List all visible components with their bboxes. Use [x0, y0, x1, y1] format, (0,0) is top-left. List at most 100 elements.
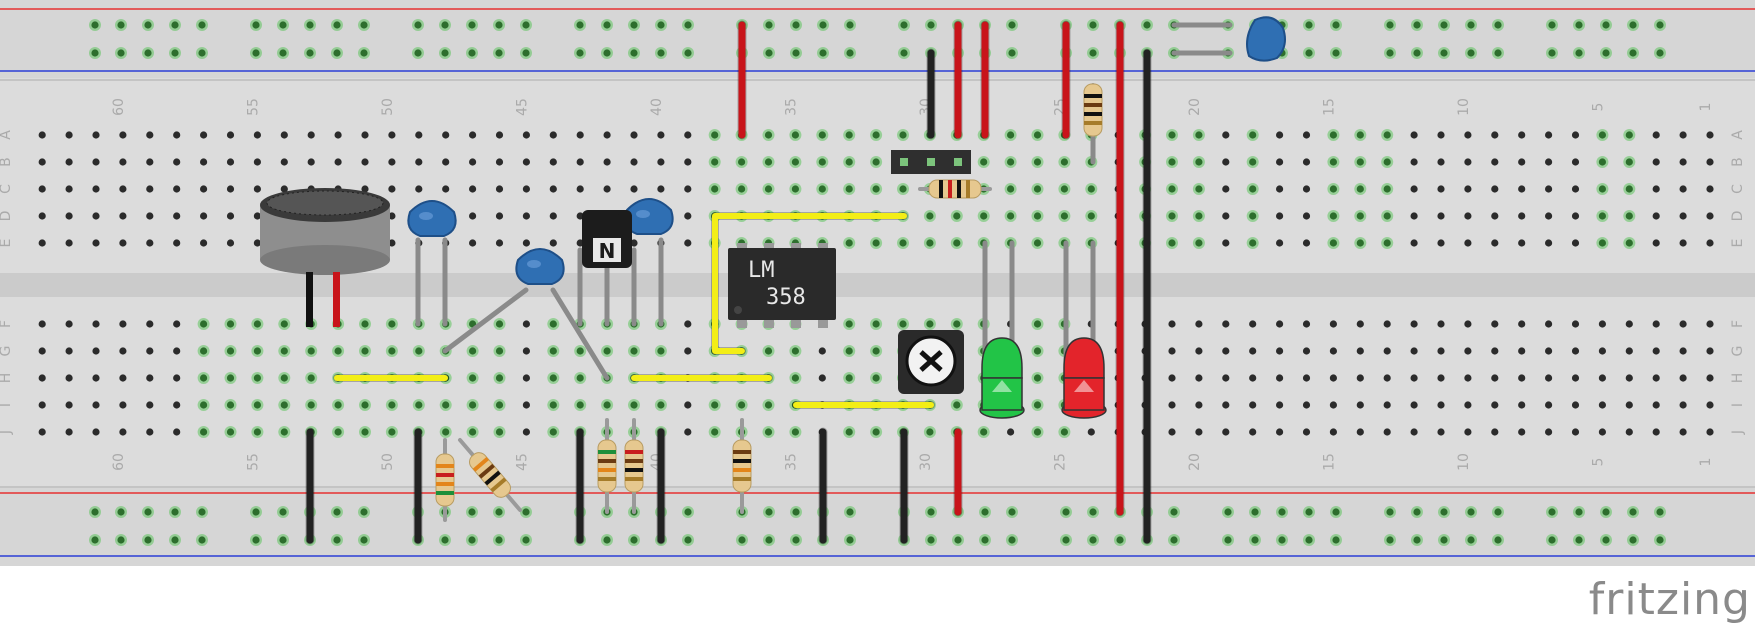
hole — [1545, 374, 1553, 382]
hole — [1276, 347, 1284, 355]
transistor-top — [582, 211, 632, 228]
hole — [1302, 158, 1311, 166]
row-letter-top: E — [0, 239, 14, 248]
column-number-bottom: 1 — [1698, 458, 1714, 467]
connected-hole — [1168, 131, 1176, 139]
hole — [1571, 131, 1580, 139]
hole — [522, 428, 531, 436]
rail-hole — [117, 536, 125, 544]
rail-hole — [792, 536, 800, 544]
connected-hole — [307, 347, 315, 355]
rail-hole — [198, 536, 206, 544]
hole — [1491, 320, 1499, 328]
rail-hole — [1224, 508, 1232, 516]
hole — [1571, 239, 1580, 247]
hole — [1652, 158, 1660, 166]
hole — [119, 320, 127, 328]
resistor-band — [436, 473, 454, 477]
capacitor — [407, 200, 457, 237]
row-letter-bottom: J — [0, 430, 14, 435]
column-number-bottom: 55 — [245, 453, 261, 471]
hole — [1437, 320, 1445, 328]
hole — [1706, 347, 1714, 355]
hole — [1302, 320, 1311, 328]
rail-hole — [441, 49, 449, 57]
hole — [1518, 320, 1526, 328]
connected-hole — [738, 401, 746, 409]
top-rail-area — [0, 0, 1755, 78]
hole — [92, 239, 100, 247]
row-letter-top: C — [0, 184, 14, 194]
rail-hole — [1305, 508, 1313, 516]
connected-hole — [576, 401, 584, 409]
connected-hole — [603, 401, 611, 409]
hole — [146, 428, 154, 436]
rail-hole — [468, 49, 476, 57]
hole — [173, 212, 181, 220]
hole — [38, 158, 46, 166]
hole — [1302, 347, 1311, 355]
resistor-body — [732, 439, 752, 493]
rail-hole — [117, 49, 125, 57]
resistor-body-group — [1083, 83, 1103, 137]
hole — [1571, 158, 1580, 166]
connected-hole — [1060, 158, 1068, 166]
connected-hole — [1598, 239, 1606, 247]
resistor-band — [598, 450, 616, 454]
hole — [65, 347, 73, 355]
rail-hole — [306, 49, 314, 57]
rail-hole — [657, 49, 665, 57]
hole — [65, 374, 73, 382]
rail-hole — [333, 508, 341, 516]
hole — [1679, 428, 1687, 436]
hole — [280, 185, 288, 193]
rail-hole — [1062, 536, 1070, 544]
connected-hole — [738, 185, 746, 193]
hole — [1464, 320, 1472, 328]
yellow-wire — [712, 213, 907, 354]
rail-hole — [171, 49, 179, 57]
connected-hole — [1356, 185, 1364, 193]
hole — [1195, 428, 1203, 436]
hole — [1276, 131, 1284, 139]
hole — [146, 212, 154, 220]
connected-hole — [442, 428, 450, 436]
connected-hole — [899, 320, 907, 328]
hole — [469, 185, 477, 193]
connected-hole — [1598, 158, 1606, 166]
hole — [1437, 239, 1445, 247]
hole — [307, 158, 315, 166]
hole — [684, 401, 692, 409]
connected-hole — [953, 239, 961, 247]
hole — [1383, 320, 1391, 328]
rail-hole — [927, 21, 935, 29]
hole — [549, 185, 557, 193]
connected-hole — [630, 401, 638, 409]
connected-hole — [1060, 185, 1068, 193]
column-number-top: 50 — [380, 98, 396, 116]
rail-hole — [657, 21, 665, 29]
capacitor-highlight — [419, 212, 433, 220]
resistor-band — [436, 482, 454, 486]
rail-hole — [1305, 49, 1313, 57]
rail-hole — [1008, 508, 1016, 516]
rail-hole — [1629, 536, 1637, 544]
connected-hole — [415, 401, 423, 409]
resistor-band — [733, 450, 751, 454]
resistor-band — [1084, 112, 1102, 116]
rail-hole — [198, 49, 206, 57]
capacitor-highlight — [527, 260, 541, 268]
hole — [1168, 428, 1176, 436]
connected-hole — [253, 347, 261, 355]
rail-hole — [1548, 536, 1556, 544]
rail-hole — [603, 536, 611, 544]
connected-hole — [1033, 428, 1042, 436]
hole — [1679, 212, 1687, 220]
connected-hole — [415, 347, 423, 355]
hole — [1652, 212, 1660, 220]
hole — [1437, 158, 1445, 166]
connected-hole — [711, 401, 719, 409]
hole — [1545, 185, 1553, 193]
hole — [1679, 158, 1687, 166]
connected-hole — [872, 428, 880, 436]
